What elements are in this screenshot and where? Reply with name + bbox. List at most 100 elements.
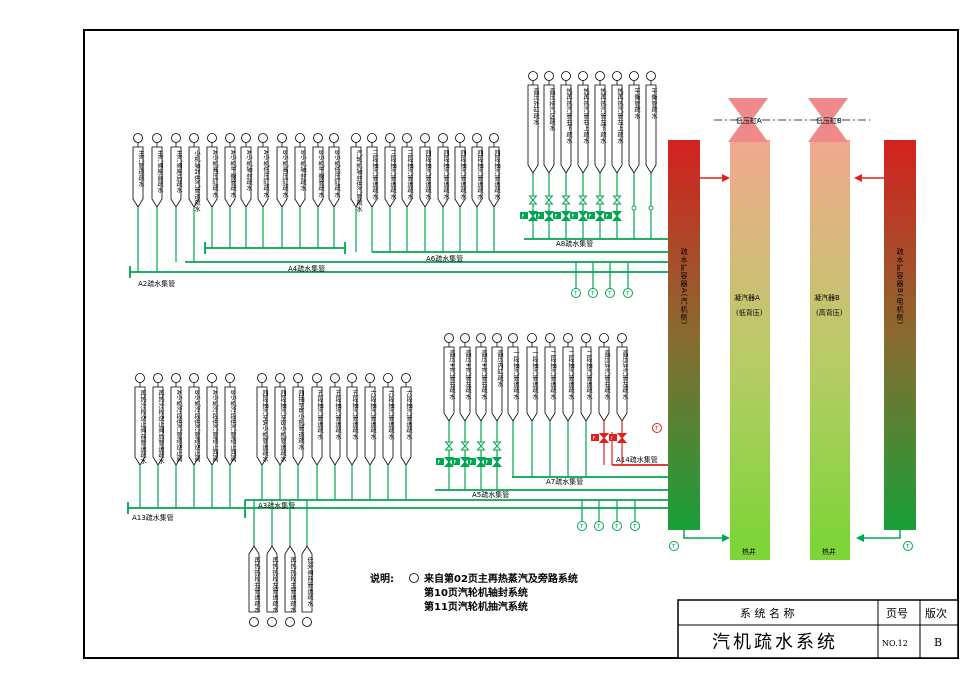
drain-number-marker <box>492 333 502 343</box>
hotwell-b-label: 热井 <box>822 547 836 556</box>
drain-tag-box <box>240 146 252 208</box>
header-a13-label: A13疏水集管 <box>132 513 174 522</box>
upper-drain: 小机轴封供汽管道疏水 <box>188 133 200 212</box>
upper-drain: A小机高压缸疏水 <box>206 133 218 208</box>
orifice-icon <box>631 205 637 211</box>
drain-tag-box <box>611 84 623 174</box>
lower-drain: 六段抽汽管道疏水 <box>364 373 376 466</box>
drain-number-marker <box>135 373 145 383</box>
upper-drain: 三段抽汽管道疏水 <box>401 133 413 208</box>
upper-headers <box>129 238 668 278</box>
drain-number-marker <box>508 333 518 343</box>
condenser-a-sub: (低背压) <box>736 308 763 317</box>
drain-label: 四段抽汽管道疏水 <box>493 150 500 200</box>
drain-label: 主汽管道疏水 <box>137 149 144 187</box>
upper-valved-drain: 热再热汽管右上疏水 <box>577 71 589 174</box>
drain-label: 高压导汽管右疏水 <box>603 349 610 399</box>
upper-drain: 三段抽汽管道疏水 <box>366 133 378 208</box>
drain-tag-box <box>577 84 589 174</box>
drain-label: 四抽至B小机管道疏水 <box>297 390 304 450</box>
steam-trap-icon <box>571 288 581 298</box>
drain-label: 二段抽汽管道疏水 <box>549 350 556 400</box>
valve-actuator-icon <box>452 458 460 465</box>
drain-label: 高压主汽管右疏水 <box>480 349 487 399</box>
drain-label: 热再热汽管右上疏水 <box>582 87 589 144</box>
drain-number-marker <box>561 71 571 81</box>
valve-actuator-icon <box>591 434 599 441</box>
drain-number-marker <box>578 71 588 81</box>
drain-tag-box <box>419 146 431 208</box>
drain-tag-box <box>301 545 313 613</box>
steam-trap-icon <box>577 521 587 531</box>
lower-valved-drain: 高压主汽管右疏水 <box>443 333 455 422</box>
lower-valved-drain: 二段抽汽管道疏水 <box>562 333 574 422</box>
lower-drain: A小机冷段供汽管道逆止阀 <box>170 373 182 466</box>
drain-number-marker <box>225 133 235 143</box>
drain-number-marker <box>545 333 555 343</box>
upper-valved-drain: 平衡管疏水 <box>645 71 657 174</box>
upper-drain: 四段抽汽管道疏水 <box>488 133 500 208</box>
lower-drain: 再热冷段逆止阀后管道疏水 <box>152 373 164 466</box>
title-block: 系 统 名 称 页号 版次 汽机疏水系统 NO.12 B <box>677 599 959 659</box>
steam-trap-icon <box>623 288 633 298</box>
lower-drain: B小机冷段供汽管道逆止阀 <box>188 373 200 466</box>
valve-tag: F <box>538 214 541 220</box>
lower-valved-drain: 高压导汽管左疏水 <box>616 333 628 422</box>
valve-tag: F <box>593 436 596 442</box>
valve-tag: F <box>522 214 525 220</box>
motor-valve-icon <box>616 433 628 443</box>
drain-label: A小机冷段供汽管道逆止阀 <box>175 390 182 464</box>
upper-drain: 三段抽汽管道疏水 <box>384 133 396 208</box>
drain-tag-box <box>437 146 449 208</box>
drain-number-marker <box>302 617 312 627</box>
steam-trap-icon <box>605 288 615 298</box>
drain-number-marker <box>189 133 199 143</box>
drain-tag-box <box>292 386 304 466</box>
drain-number-marker <box>295 133 305 143</box>
drain-number-marker <box>257 373 267 383</box>
hotwell-b <box>810 540 850 560</box>
drain-number-marker <box>249 617 259 627</box>
hotwell-a <box>730 540 770 560</box>
drain-tag-box <box>459 346 471 422</box>
upper-drain: A小机低压缸疏水 <box>257 133 269 208</box>
hotwell-a-label: 热井 <box>742 547 756 556</box>
motor-valve-icon <box>475 457 487 467</box>
motor-valve-icon <box>459 457 471 467</box>
lower-drain: A小机冷段供汽管道止回阀 <box>206 373 218 466</box>
steam-trap-icon <box>630 521 640 531</box>
drain-number-marker <box>646 71 656 81</box>
drain-label: A小机冷段供汽管道止回阀 <box>211 390 218 464</box>
notes-line1: 来自第02页主再热蒸汽及旁路系统 <box>423 572 578 585</box>
drain-label: 三段抽汽管道疏水 <box>371 150 378 200</box>
drain-label: 二段抽汽管道疏水 <box>567 350 574 400</box>
upper-valved-drain: 热再热汽管左下疏水 <box>594 71 606 174</box>
drain-tag-box <box>311 386 323 466</box>
drain-number-marker <box>313 133 323 143</box>
drain-tag-box <box>616 346 628 422</box>
header-a7-label: A7疏水集管 <box>546 477 583 486</box>
drain-label: 四段抽汽至B小机管道疏水 <box>279 390 286 463</box>
condenser-b <box>810 140 850 540</box>
lower-drain: 五段抽汽管道疏水 <box>346 373 358 466</box>
steam-trap-icon <box>669 541 679 551</box>
valve-icon <box>544 195 554 205</box>
drain-number-marker <box>472 133 482 143</box>
drain-label: 六段抽汽管道疏水 <box>369 389 376 439</box>
drain-number-marker <box>293 373 303 383</box>
drain-tag-box <box>188 386 200 466</box>
drain-label: B小机轴封疏水 <box>299 150 306 192</box>
upper-valved-drain-group: 高压外缸疏水F高压排汽区疏水F热再热汽管右下疏水F热再热汽管右上疏水F热再热汽管… <box>520 71 657 239</box>
lower-drain: 四段抽汽至B小机管道疏水 <box>274 373 286 466</box>
drain-number-marker <box>476 333 486 343</box>
drain-label: B小机冷段供汽管道止回阀 <box>229 390 236 464</box>
drain-tag-box <box>206 386 218 466</box>
drain-label: 再热热段右管道疏水 <box>253 557 260 613</box>
header-a3-label: A3疏水集管 <box>258 501 295 510</box>
drain-tag-box <box>382 386 394 466</box>
drain-number-marker <box>207 133 217 143</box>
drain-number-marker <box>617 333 627 343</box>
lower-drain: 六段抽汽管道疏水 <box>400 373 412 466</box>
trap-tag: T <box>607 291 612 297</box>
drain-label: 高压导汽管左疏水 <box>621 349 628 399</box>
